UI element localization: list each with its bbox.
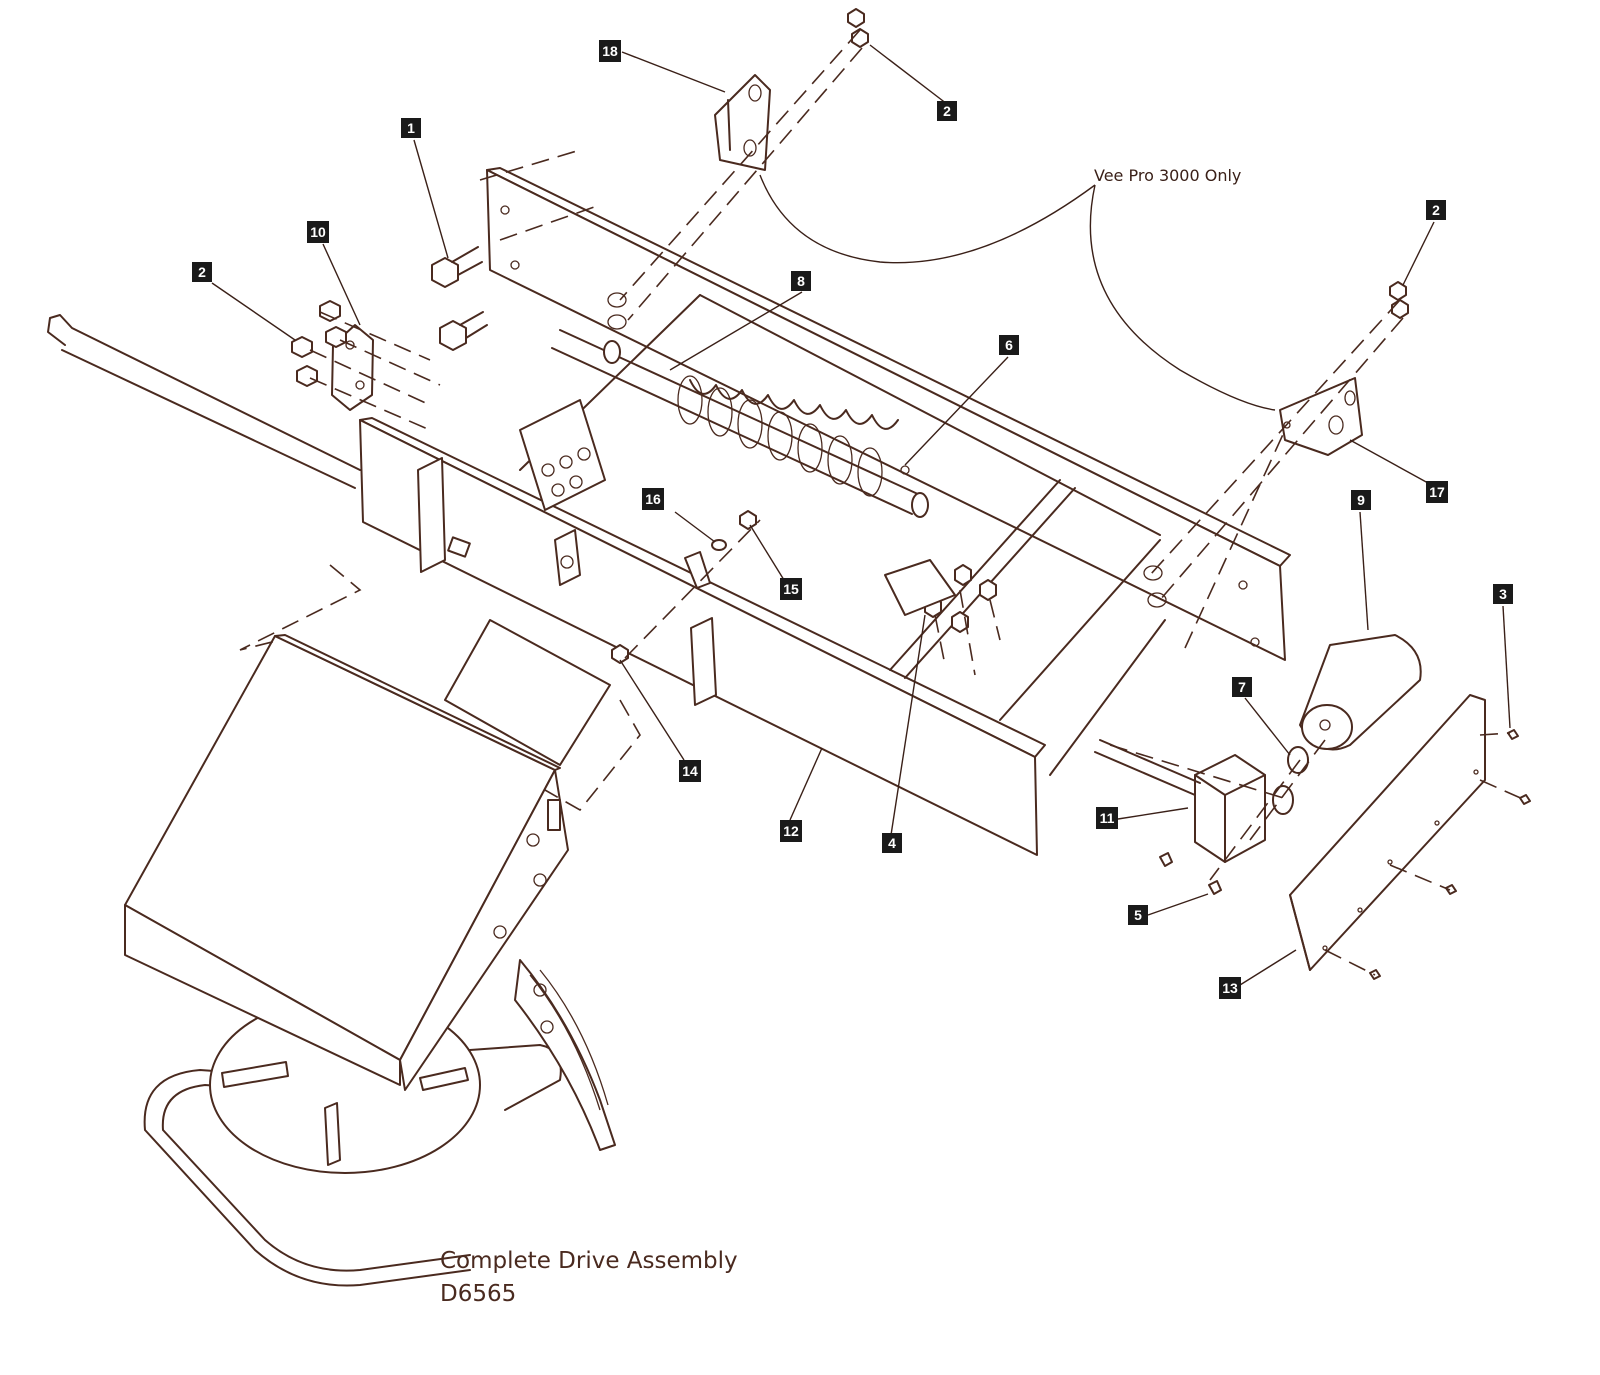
assembly-lines bbox=[239, 29, 1526, 976]
callout-13: 13 bbox=[1219, 977, 1241, 999]
callout-8: 8 bbox=[791, 271, 811, 291]
callout-2c: 2 bbox=[1426, 200, 1446, 220]
caption-part-number: D6565 bbox=[440, 1281, 516, 1307]
svg-text:16: 16 bbox=[645, 491, 661, 507]
motor-assembly bbox=[1094, 634, 1422, 895]
callout-4: 4 bbox=[882, 833, 902, 853]
callout-5: 5 bbox=[1128, 905, 1148, 925]
svg-text:1: 1 bbox=[407, 120, 415, 136]
callout-2b: 2 bbox=[192, 262, 212, 282]
svg-text:13: 13 bbox=[1222, 980, 1238, 996]
svg-text:17: 17 bbox=[1429, 484, 1445, 500]
svg-text:4: 4 bbox=[888, 835, 896, 851]
drive-assembly bbox=[124, 619, 616, 1287]
svg-text:8: 8 bbox=[797, 273, 805, 289]
svg-text:9: 9 bbox=[1357, 492, 1365, 508]
callout-11: 11 bbox=[1096, 807, 1118, 829]
callout-12: 12 bbox=[780, 820, 802, 842]
svg-text:10: 10 bbox=[310, 224, 326, 240]
vee-pro-note: Vee Pro 3000 Only bbox=[1094, 166, 1241, 185]
callout-14: 14 bbox=[679, 760, 701, 782]
svg-text:5: 5 bbox=[1134, 907, 1142, 923]
main-frame bbox=[359, 167, 1291, 856]
bracket-17 bbox=[1279, 281, 1409, 456]
callout-leaders bbox=[211, 44, 1511, 986]
svg-text:14: 14 bbox=[682, 763, 698, 779]
note-leader-left bbox=[759, 174, 1096, 264]
auger bbox=[551, 329, 929, 518]
callout-15: 15 bbox=[780, 578, 802, 600]
callout-9: 9 bbox=[1351, 490, 1371, 510]
bracket-18 bbox=[714, 8, 869, 171]
svg-text:2: 2 bbox=[1432, 202, 1440, 218]
svg-text:11: 11 bbox=[1100, 810, 1115, 826]
svg-text:6: 6 bbox=[1005, 337, 1013, 353]
svg-text:2: 2 bbox=[943, 103, 951, 119]
svg-text:12: 12 bbox=[783, 823, 799, 839]
drive-rod bbox=[47, 300, 374, 489]
callout-2a: 2 bbox=[937, 101, 957, 121]
svg-text:18: 18 bbox=[602, 43, 618, 59]
callout-1: 1 bbox=[401, 118, 421, 138]
callout-17: 17 bbox=[1426, 481, 1448, 503]
caption-title: Complete Drive Assembly bbox=[440, 1248, 738, 1274]
svg-text:15: 15 bbox=[783, 581, 799, 597]
callout-16: 16 bbox=[642, 488, 664, 510]
callout-6: 6 bbox=[999, 335, 1019, 355]
callout-10: 10 bbox=[307, 221, 329, 243]
bolts-1 bbox=[431, 246, 488, 351]
callout-3: 3 bbox=[1493, 584, 1513, 604]
svg-text:7: 7 bbox=[1238, 679, 1246, 695]
callout-18a: 18 bbox=[599, 40, 621, 62]
note-leader-right bbox=[1089, 184, 1276, 411]
svg-text:3: 3 bbox=[1499, 586, 1507, 602]
svg-text:2: 2 bbox=[198, 264, 206, 280]
callout-7: 7 bbox=[1232, 677, 1252, 697]
